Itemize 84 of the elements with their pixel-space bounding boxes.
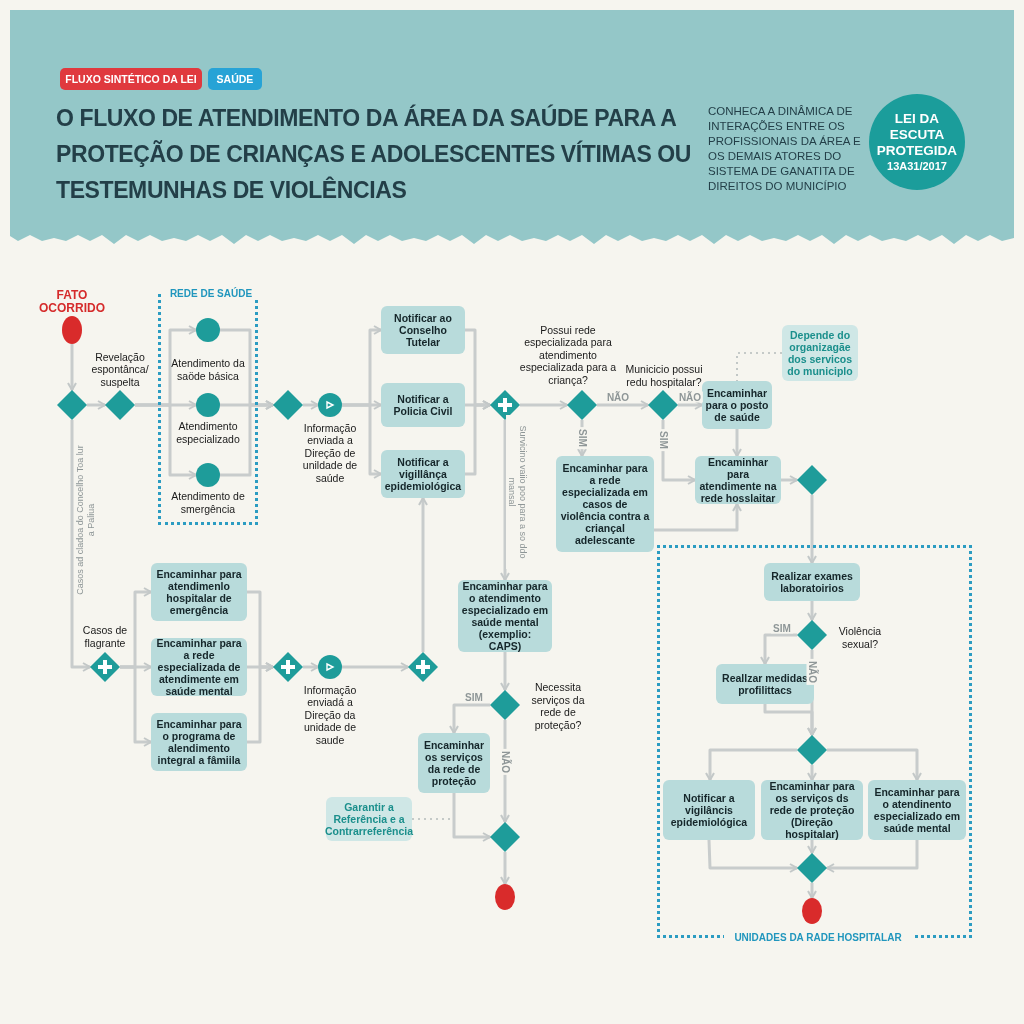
connector-arrow (500, 420, 510, 581)
connector-arrow (707, 839, 798, 873)
connector-arrow (807, 495, 817, 564)
edge-label: NÃO (676, 391, 704, 403)
badge-title: LEI DA ESCUTA PROTEGIDA (875, 110, 959, 159)
connector-arrow (247, 662, 274, 744)
box-text: Encaminhar para os serviços ds rede de proteção (Direção hospitalar) (768, 780, 856, 840)
box-text: Encaminhar para a rede especializada de atendimente em saúde mental (155, 637, 243, 697)
box-text: Depende do organizagãe dos servicos do municiplo (786, 329, 854, 377)
connector-arrow (597, 400, 649, 410)
connector-arrow (807, 765, 817, 781)
connector-arrow (763, 704, 817, 736)
box-text: Reallzar medidas profilittacs (721, 672, 809, 696)
box-text: Encaminhar para o atendimento especializado em saúde mental (exemplio: CAPS) (461, 580, 549, 652)
connector-arrow (120, 665, 152, 747)
connector-arrow (70, 420, 91, 672)
box-text: Realizar exames laboratoirios (770, 570, 854, 594)
node-label: Atendimento da saöde básica (170, 356, 246, 382)
connector-arrow (760, 633, 797, 665)
connector-arrow (705, 748, 797, 781)
connector-arrow (807, 883, 817, 899)
connector-arrow (520, 400, 568, 410)
edge-label: SIM (576, 427, 588, 449)
node-label: FATO OCORRIDO (38, 287, 106, 315)
node-label: Atendimento de smergência (170, 489, 246, 515)
box-text: SAÚDE (216, 73, 254, 85)
node-label: Possui rede especializada para atendimento especializada para a criança? (518, 322, 618, 386)
box-text: Encaminhar os serviços da rede de proteção (422, 739, 486, 787)
edge-label: NÃO (604, 391, 632, 403)
edge-label: Casos ad cladoa do Concelho Toa lur a Paliua (75, 443, 97, 597)
connector-arrow (732, 429, 742, 457)
law-number: 13A31/2017 (886, 158, 948, 174)
group-title: UNIDADES DA RADE HOSPITALAR (724, 931, 912, 944)
box-text: Notificar a vigillânça epidemiológica (384, 456, 462, 492)
connector-arrow (807, 601, 817, 621)
box-text: Encaminhar para o atendinento especializado em saúde mental (872, 786, 962, 834)
box-text: Encaminhar para atendimente na rede hosslaitar (698, 456, 778, 504)
box-text: Encaminhar para a rede especializada em casos de violência contra a criançal adelescante (559, 462, 651, 546)
edge-label: SIM (771, 622, 793, 634)
connector-arrow (303, 400, 319, 410)
connector-arrow (342, 662, 409, 672)
box-text: Encaminhar para atendimenlo hospitalar de emergência (155, 568, 243, 616)
edge-label: Survicino vaiio poo para a so ddo mansal (506, 415, 528, 569)
node-label: Informação enviadá a Direção da unidade de saude (302, 682, 358, 746)
connector-arrow (342, 403, 382, 479)
connector-arrow (87, 400, 106, 410)
connector-arrow (220, 400, 274, 477)
title: O FLUXO DE ATENDIMENTO DA ÁREA DA SAÚDE PARA A PROTEÇÃO DE CRIANÇAS E ADOLESCENTES VÍTIMAS OU TESTEMUNHAS DE VIOLÊNCIAS (56, 103, 693, 205)
box-text: Encaminhar para o posto de saúde (705, 387, 769, 423)
connector-arrow (135, 403, 197, 480)
connector-arrow (500, 852, 510, 885)
connector-arrow (418, 497, 428, 652)
connector-arrow (678, 400, 703, 410)
leader-line (411, 818, 451, 820)
edge-label: SIM (463, 691, 485, 703)
connector-arrow (654, 503, 742, 532)
edge-label: NÃO (806, 658, 818, 686)
box-text: Notificar a Policia Civil (392, 393, 454, 417)
connector-arrow (500, 652, 510, 691)
box-text: Notificar a vigilâncis epidemiológica (669, 792, 749, 828)
connector-arrow (449, 703, 490, 734)
edge-label: SIM (657, 429, 669, 451)
connector-arrow (781, 475, 798, 485)
intro-text: CONHECA A DINÂMICA DE INTERAÇÕES ENTRE OS PROFISSIONAIS DA ÁREA E OS DEMAIS ATORES DO SISTEMA DE GANATITA DE DIREITOS DO MUNICÍPIO (708, 104, 862, 194)
box-text: FLUXO SINTÉTICO DA LEI (65, 73, 197, 85)
connector-arrow (452, 793, 491, 842)
connector-arrow (807, 840, 817, 854)
node-label: Revelação espontânca/ suspelta (90, 350, 150, 388)
node-label: Informação enviada a Direção de unildade de saúde (301, 420, 359, 484)
box-text: Notificar ao Conselho Tutelar (393, 312, 453, 348)
connector-arrow (303, 662, 319, 672)
connector-arrow (465, 400, 491, 476)
connector-arrow (827, 748, 922, 781)
node-label: Atendimento especializado (175, 419, 241, 445)
box-text: Garantir a Referência e a Contrarreferência (324, 801, 414, 837)
connector-arrow (67, 344, 77, 391)
node-label: Municicio possui redu hospitalar? (624, 362, 704, 388)
node-label: Casos de flagrante (81, 623, 129, 649)
connector-arrow (826, 840, 919, 873)
box-text: Encaminhar para o programa de alendimento integral a fâmiila (155, 718, 243, 766)
edge-label: NÃO (499, 748, 511, 776)
node-label: Violência sexual? (837, 624, 883, 650)
leader-line (736, 352, 783, 382)
node-label: Necessita serviços da rede de proteção? (530, 681, 586, 731)
